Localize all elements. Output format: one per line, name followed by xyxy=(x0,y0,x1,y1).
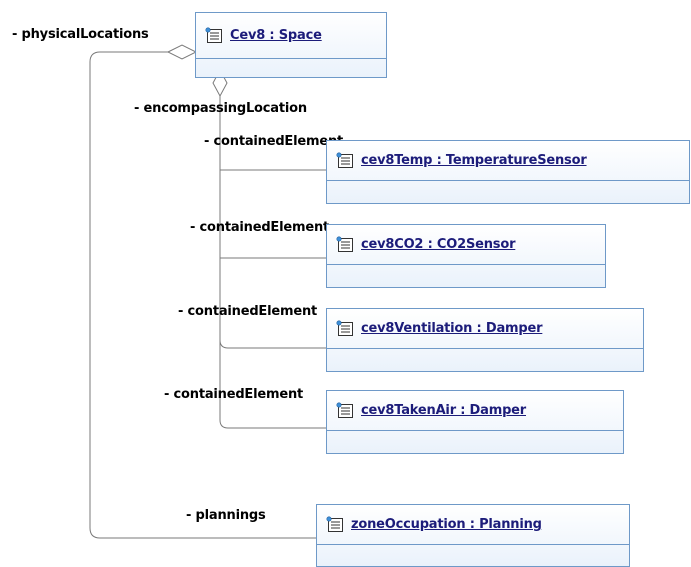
object-box-cev8takenair[interactable]: cev8TakenAir : Damper xyxy=(326,390,624,454)
instance-icon xyxy=(336,151,353,168)
role-label-physical-locations: - physicalLocations xyxy=(12,27,149,42)
object-name: cev8CO2 : CO2Sensor xyxy=(361,237,516,252)
role-label-contained-element: - containedElement xyxy=(204,134,344,149)
instance-icon xyxy=(336,235,353,252)
instance-icon xyxy=(336,319,353,336)
object-box-cev8-space[interactable]: Cev8 : Space xyxy=(195,12,387,78)
aggregation-diamond-physical xyxy=(166,44,198,60)
object-box-zoneoccupation[interactable]: zoneOccupation : Planning xyxy=(316,504,630,567)
object-box-cev8ventilation[interactable]: cev8Ventilation : Damper xyxy=(326,308,644,372)
edge-contained-ventilation xyxy=(219,339,326,349)
instance-icon xyxy=(336,401,353,418)
object-name: cev8Ventilation : Damper xyxy=(361,321,543,336)
edge-physical-locations xyxy=(89,51,316,539)
role-label-contained-element: - containedElement xyxy=(190,220,330,235)
object-box-cev8co2[interactable]: cev8CO2 : CO2Sensor xyxy=(326,224,606,288)
role-label-contained-element: - containedElement xyxy=(178,304,318,319)
object-name: zoneOccupation : Planning xyxy=(351,517,542,532)
role-label-plannings: - plannings xyxy=(186,508,266,523)
object-box-cev8temp[interactable]: cev8Temp : TemperatureSensor xyxy=(326,140,690,204)
object-name: cev8TakenAir : Damper xyxy=(361,403,526,418)
role-label-encompassing-location: - encompassingLocation xyxy=(134,101,307,116)
object-name: cev8Temp : TemperatureSensor xyxy=(361,153,587,168)
edge-encompassing-spine xyxy=(219,96,326,429)
role-label-contained-element: - containedElement xyxy=(164,387,304,402)
object-name: Cev8 : Space xyxy=(230,28,322,43)
instance-icon xyxy=(205,26,222,43)
instance-icon xyxy=(326,515,343,532)
